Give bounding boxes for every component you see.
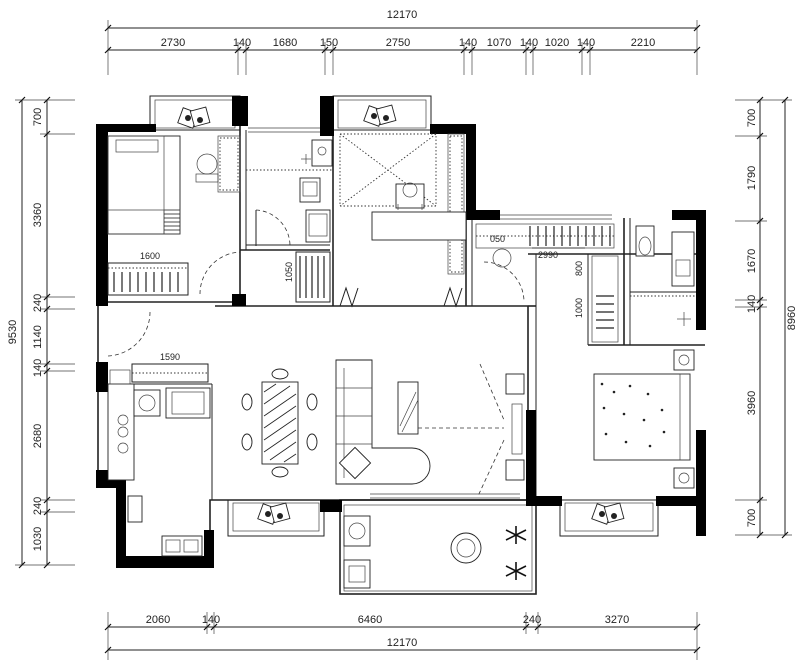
left-seg-5: 2680 — [32, 424, 44, 448]
right-total-label: 8960 — [786, 306, 798, 330]
bathroom-1 — [246, 139, 333, 247]
right-seg-1: 1790 — [746, 166, 758, 190]
kitchen-cabinet-dim: 1590 — [160, 352, 180, 362]
master-bedroom — [505, 349, 695, 489]
top-seg-7: 140 — [520, 37, 538, 49]
top-seg-10: 2210 — [631, 37, 655, 49]
bottom-seg-2: 6460 — [358, 614, 382, 626]
balcony-fixtures — [343, 515, 527, 589]
right-seg-5: 700 — [746, 509, 758, 527]
top-seg-1: 140 — [233, 37, 251, 49]
living-room — [335, 359, 520, 499]
top-seg-3: 150 — [320, 37, 338, 49]
left-seg-0: 700 — [32, 108, 44, 126]
left-seg-4: 140 — [32, 359, 44, 377]
bay-cushions — [177, 104, 625, 525]
bay-windows — [149, 95, 659, 595]
bedroom-2: 1600 — [107, 135, 241, 296]
left-seg-1: 3360 — [32, 203, 44, 227]
right-dimensions: 700 1790 1670 140 3960 700 8960 — [735, 96, 798, 539]
corridor-wardrobe-dim: 2990 — [538, 250, 558, 260]
top-seg-2: 1680 — [273, 37, 297, 49]
bottom-seg-4: 3270 — [605, 614, 629, 626]
top-seg-8: 1020 — [545, 37, 569, 49]
bottom-total-label: 12170 — [387, 637, 418, 649]
left-seg-2: 240 — [32, 294, 44, 312]
top-total-label: 12170 — [387, 9, 418, 21]
left-seg-6: 240 — [32, 497, 44, 515]
top-seg-0: 2730 — [161, 37, 185, 49]
corridor-offset-dim: 050 — [490, 234, 505, 244]
corridor-wardrobe: 050 2990 800 1000 — [475, 223, 619, 343]
dining-area — [241, 368, 318, 478]
left-dimensions: 9530 700 3360 240 1140 140 2680 240 1030 — [7, 96, 75, 569]
bedroom-wardrobe-dim: 1600 — [140, 251, 160, 261]
top-seg-4: 2750 — [386, 37, 410, 49]
interior-walls — [97, 96, 705, 566]
study: 1050 — [284, 133, 467, 308]
bathroom-2 — [629, 225, 696, 340]
left-seg-3: 1140 — [32, 325, 44, 349]
left-seg-7: 1030 — [32, 527, 44, 551]
closet-depth-b: 1000 — [574, 298, 584, 318]
right-seg-2: 1670 — [746, 249, 758, 273]
right-seg-3: 140 — [746, 295, 758, 313]
closet-depth-a: 800 — [574, 261, 584, 276]
right-seg-0: 700 — [746, 109, 758, 127]
bottom-seg-1: 140 — [202, 614, 220, 626]
study-cabinet-dim: 1050 — [284, 262, 294, 282]
top-seg-9: 140 — [577, 37, 595, 49]
bottom-seg-3: 240 — [523, 614, 541, 626]
right-seg-4: 3960 — [746, 391, 758, 415]
top-dimensions: 12170 2730 140 1680 150 2750 140 1070 14… — [104, 9, 701, 75]
left-total-label: 9530 — [7, 320, 19, 344]
exterior-walls — [96, 96, 706, 568]
bottom-seg-0: 2060 — [146, 614, 170, 626]
bottom-dimensions: 2060 140 6460 240 3270 12170 — [104, 612, 701, 660]
top-seg-6: 1070 — [487, 37, 511, 49]
kitchen: 1590 — [107, 311, 211, 557]
top-seg-5: 140 — [459, 37, 477, 49]
